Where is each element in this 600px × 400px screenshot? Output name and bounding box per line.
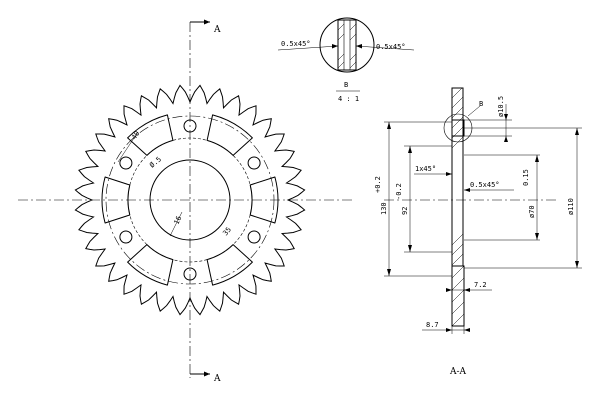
mounting-hole xyxy=(119,156,133,170)
dim-root: 92 xyxy=(401,207,409,215)
dim-hole-dia: 16 xyxy=(173,215,184,226)
section-arrow-bottom: A xyxy=(190,371,221,384)
section-hatch-bottom xyxy=(451,233,464,266)
section-letter-top: A xyxy=(213,25,221,35)
detail-b-leader-right xyxy=(355,45,415,51)
lightening-pocket xyxy=(127,244,174,286)
lightening-pocket xyxy=(206,114,253,156)
mounting-hole xyxy=(183,267,197,281)
dim-outer-dia: ø110 xyxy=(567,198,575,215)
dim-leader-16 xyxy=(169,211,183,237)
lightening-pocket xyxy=(127,114,174,156)
dim-hub: 7.2 xyxy=(474,281,487,289)
label-right-small: 35 xyxy=(221,226,233,238)
section-hub xyxy=(451,265,465,327)
dim-thickness: 8.7 xyxy=(426,321,439,329)
detail-b-circle xyxy=(319,17,375,73)
lightening-pocket xyxy=(249,176,279,224)
section-view: B 130 +0.2 92 -0.2 1x45° 0.5x45° xyxy=(374,87,582,377)
detail-b-label: B xyxy=(344,81,348,89)
dim-pcd-tol: +0.2 xyxy=(374,176,382,193)
mounting-holes xyxy=(119,119,261,281)
mounting-hole xyxy=(247,230,261,244)
pitch-circle xyxy=(105,115,275,285)
detail-b-slot xyxy=(337,19,357,71)
detail-b-scale: 4 : 1 xyxy=(338,95,359,103)
section-hatch-top xyxy=(451,87,464,149)
dim-bore: ø70 xyxy=(528,205,536,218)
detail-b-ref: B xyxy=(479,100,483,108)
lightening-pocket xyxy=(206,244,253,286)
section-arrow-top: A xyxy=(190,19,221,35)
sprocket-teeth-outline xyxy=(74,84,306,316)
mounting-hole xyxy=(183,119,197,133)
detail-b: 0.5x45° 0.5x45° B 4 : 1 xyxy=(277,17,415,103)
detail-b-leader-left xyxy=(277,45,339,51)
mounting-hole xyxy=(119,230,133,244)
detail-b-hatch xyxy=(337,23,357,69)
dim-hole: ø10.5 xyxy=(497,96,505,117)
dim-bore-tol: 0.15 xyxy=(522,169,530,186)
dim-pocket-width: 40 xyxy=(130,130,141,142)
detail-b-chamfer-left: 0.5x45° xyxy=(281,40,311,48)
detail-b-chamfer-right: 0.5x45° xyxy=(376,43,406,51)
lightening-pocket xyxy=(101,176,131,224)
dim-chamfer-1x45: 1x45° xyxy=(415,165,436,173)
hub-bore xyxy=(149,159,231,241)
lightening-pockets xyxy=(101,114,279,286)
dim-root-tol: -0.2 xyxy=(395,183,403,200)
dim-leader-40 xyxy=(117,131,139,163)
label-inner-small: Ø.5 xyxy=(148,155,163,169)
section-hatch-hub xyxy=(451,265,465,327)
section-letter-bottom: A xyxy=(213,374,221,384)
mounting-hole xyxy=(247,156,261,170)
front-view: A A 40 16 Ø.5 35 xyxy=(18,19,352,384)
dim-pcd: 130 xyxy=(380,202,388,215)
section-title: A-A xyxy=(449,367,467,377)
dim-chamfer-05x45: 0.5x45° xyxy=(470,181,500,189)
